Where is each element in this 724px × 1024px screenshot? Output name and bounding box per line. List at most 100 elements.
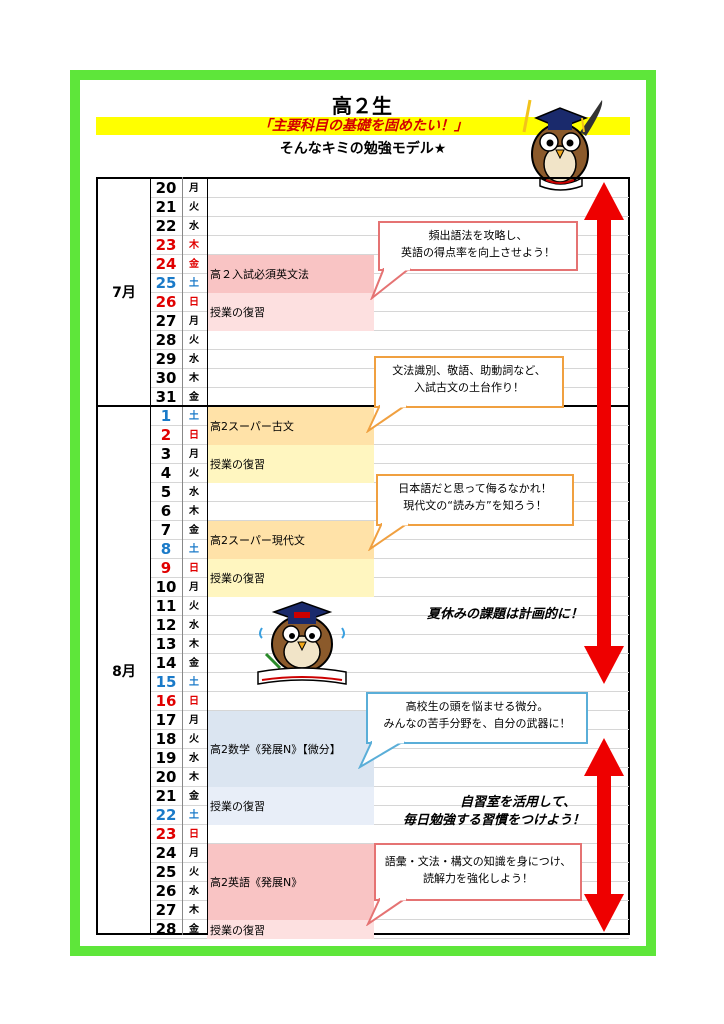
table-row (150, 312, 629, 331)
subtitle-band (96, 117, 630, 135)
day-number: 23 (155, 825, 177, 843)
table-row (150, 331, 629, 350)
day-number: 26 (155, 882, 177, 900)
table-row (150, 768, 629, 787)
day-number: 27 (155, 312, 177, 330)
table-row (150, 654, 629, 673)
day-number: 13 (155, 635, 177, 653)
day-number: 22 (155, 806, 177, 824)
day-number: 1 (160, 407, 172, 425)
day-number: 16 (155, 692, 177, 710)
weekday: 月 (189, 449, 199, 460)
divider-day (182, 177, 183, 935)
table-row (150, 749, 629, 768)
note-habit: 毎日勉強する習慣をつけよう！ (402, 813, 585, 828)
weekday: 日 (189, 696, 199, 707)
weekday: 木 (189, 240, 199, 251)
page-title: 高２生 (332, 94, 392, 118)
day-number: 24 (155, 255, 177, 273)
table-row (150, 920, 629, 939)
double-arrow-icon (584, 182, 624, 684)
course-block: 授業の復習 (207, 559, 374, 597)
course-block: 高2数学《発展N》【微分】 (207, 711, 374, 787)
divider-month (150, 177, 151, 935)
owl-studying-icon (257, 601, 347, 685)
day-number: 19 (155, 749, 177, 767)
day-number: 25 (155, 863, 177, 881)
bubble-line: 英語の得点率を向上させよう！ (401, 246, 555, 259)
note-homework: 夏休みの課題は計画的に！ (426, 607, 583, 622)
weekday: 水 (189, 886, 199, 897)
speech-bubble-kobun: 文法識別、敬語、助動詞など、 入試古文の土台作り！ (374, 356, 564, 408)
table-row (150, 198, 629, 217)
day-number: 20 (155, 179, 177, 197)
table-row (150, 426, 629, 445)
weekday: 土 (189, 278, 199, 289)
course-block: 授業の復習 (207, 445, 374, 483)
page-subtitle-2: そんなキミの勉強モデル★ (279, 141, 447, 157)
weekday: 木 (189, 506, 199, 517)
month-label: 7月 (112, 284, 136, 301)
weekday: 月 (189, 316, 199, 327)
day-number: 8 (160, 540, 172, 558)
day-number: 11 (155, 597, 177, 615)
bubble-line: 高校生の頭を悩ませる微分。 (405, 700, 549, 713)
speech-bubble-english-grammar: 頻出語法を攻略し、 英語の得点率を向上させよう！ (378, 221, 578, 271)
owl-graduate-icon (522, 99, 603, 191)
bubble-line: みんなの苦手分野を、自分の武器に！ (383, 717, 571, 730)
weekday: 水 (189, 487, 199, 498)
weekday: 日 (189, 297, 199, 308)
course-block: 高2英語《発展N》 (207, 844, 374, 920)
day-number: 29 (155, 350, 177, 368)
weekday: 金 (189, 658, 199, 669)
speech-bubble-gendaibun: 日本語だと思って侮るなかれ！ 現代文の“読み方”を知ろう！ (376, 474, 574, 526)
day-number: 21 (155, 787, 177, 805)
day-number: 3 (160, 445, 172, 463)
table-row (150, 179, 629, 198)
weekday: 水 (189, 221, 199, 232)
month-separator (96, 405, 630, 407)
weekday: 月 (189, 715, 199, 726)
day-number: 20 (155, 768, 177, 786)
table-row (150, 540, 629, 559)
course-block: 授業の復習 (207, 293, 374, 331)
day-number: 5 (160, 483, 172, 501)
weekday: 火 (189, 468, 199, 479)
table-row (150, 806, 629, 825)
day-number: 4 (160, 464, 172, 482)
day-number: 14 (155, 654, 177, 672)
table-row (150, 407, 629, 426)
day-number: 9 (160, 559, 172, 577)
weekday: 水 (189, 753, 199, 764)
bubble-line: 頻出語法を攻略し、 (428, 229, 528, 242)
day-number: 12 (155, 616, 177, 634)
double-arrow-icon (584, 738, 624, 932)
day-number: 7 (160, 521, 172, 539)
weekday: 土 (189, 677, 199, 688)
weekday: 金 (189, 392, 199, 403)
day-number: 18 (155, 730, 177, 748)
weekday: 火 (189, 867, 199, 878)
course-block: 授業の復習 (207, 787, 374, 825)
weekday: 月 (189, 848, 199, 859)
weekday: 木 (189, 373, 199, 384)
day-number: 15 (155, 673, 177, 691)
speech-bubble-math: 高校生の頭を悩ませる微分。 みんなの苦手分野を、自分の武器に！ (366, 692, 588, 744)
day-number: 26 (155, 293, 177, 311)
table-row (150, 635, 629, 654)
course-block: 高2スーパー現代文 (207, 521, 374, 559)
weekday: 木 (189, 639, 199, 650)
table-row (150, 521, 629, 540)
weekday: 日 (189, 563, 199, 574)
day-number: 22 (155, 217, 177, 235)
table-row (150, 597, 629, 616)
day-number: 27 (155, 901, 177, 919)
table-row (150, 445, 629, 464)
weekday: 土 (189, 810, 199, 821)
table-row (150, 559, 629, 578)
day-number: 21 (155, 198, 177, 216)
weekday: 木 (189, 772, 199, 783)
day-number: 28 (155, 920, 177, 938)
table-row (150, 616, 629, 635)
page-subtitle: 「主要科目の基礎を固めたい！」 (258, 118, 468, 134)
